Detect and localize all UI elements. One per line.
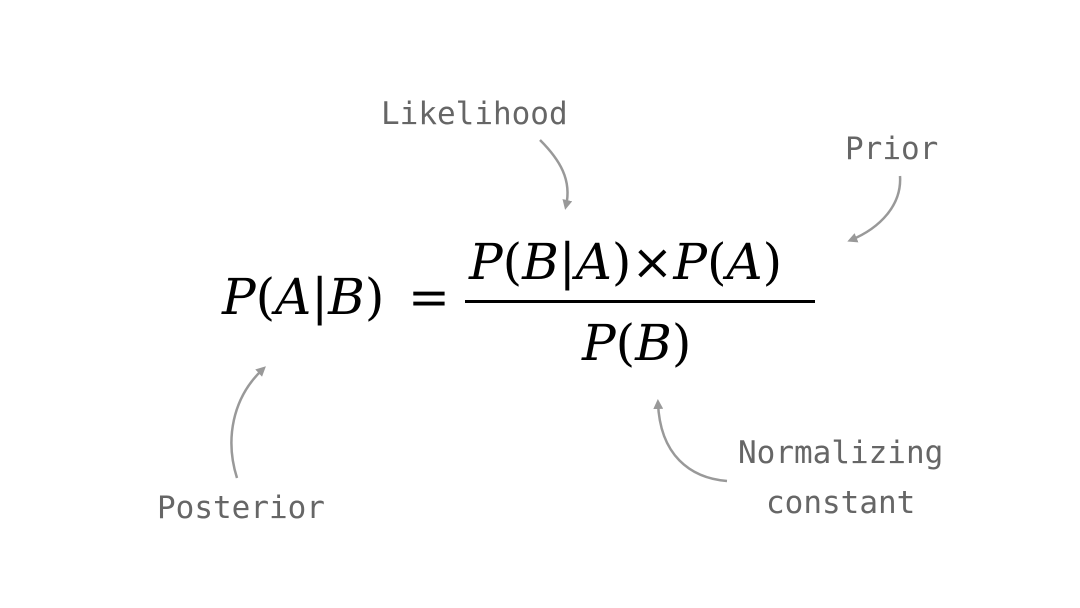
lhs-close-paren: ) (364, 268, 385, 326)
denominator: P(B) (582, 318, 691, 368)
likelihood-label: Likelihood (381, 96, 568, 132)
prior-label: Prior (845, 131, 939, 167)
lhs-b: B (328, 268, 365, 326)
num-close-paren-2: ) (762, 233, 783, 291)
num-open-paren-1: ( (502, 233, 523, 291)
lhs-a: A (275, 268, 312, 326)
num-p1: P (469, 233, 503, 291)
num-close-paren-1: ) (611, 233, 632, 291)
num-open-paren-2: ( (706, 233, 727, 291)
num-a2: A (726, 233, 763, 291)
normalizing-arrow (653, 399, 728, 483)
likelihood-arrow (539, 139, 573, 210)
posterior-arrow (230, 366, 266, 479)
num-bar: | (558, 233, 576, 291)
posterior-label: Posterior (157, 490, 325, 526)
normalizing-label-line1: Normalizing (738, 435, 944, 471)
den-open-paren: ( (615, 314, 636, 372)
lhs-p: P (222, 268, 256, 326)
times-sign: × (631, 233, 674, 291)
equals-sign: = (408, 268, 450, 326)
den-b: B (635, 314, 672, 372)
prior-arrow (847, 175, 902, 243)
posterior-term: P(A|B) (222, 272, 384, 322)
den-p: P (582, 314, 616, 372)
normalizing-constant-label: Normalizing constant (738, 428, 943, 528)
lhs-open-paren: ( (255, 268, 276, 326)
num-a1: A (575, 233, 612, 291)
den-close-paren: ) (671, 314, 692, 372)
num-p2: P (673, 233, 707, 291)
normalizing-label-line2: constant (766, 485, 916, 521)
numerator: P(B|A)×P(A) (469, 237, 782, 287)
num-b: B (522, 233, 559, 291)
lhs-bar: | (311, 268, 329, 326)
fraction-bar (465, 300, 815, 303)
